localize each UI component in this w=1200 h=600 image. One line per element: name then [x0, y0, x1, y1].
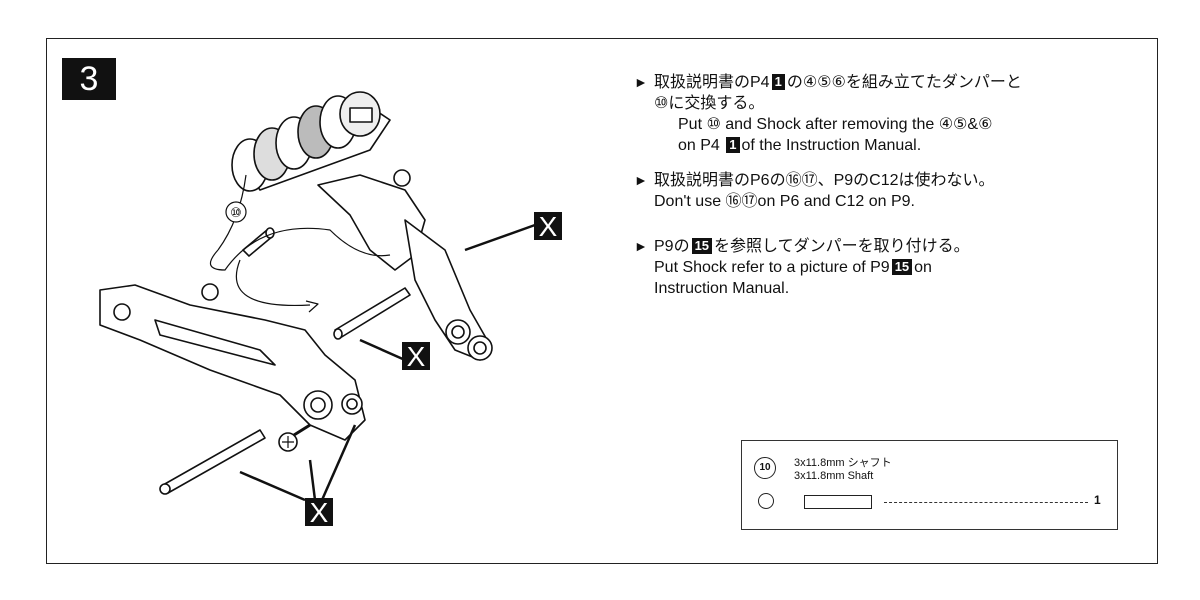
shock-mount	[317, 169, 493, 361]
part-name-jp: 3x11.8mm シャフト	[794, 457, 892, 469]
suspension-arm	[99, 283, 366, 441]
svg-text:X: X	[539, 211, 558, 242]
svg-text:X: X	[407, 341, 426, 372]
parts-list-box: 10 3x11.8mm シャフト 3x11.8mm Shaft 1	[741, 440, 1118, 530]
instruction-frame	[46, 38, 1158, 564]
shaft-side-view-icon	[804, 495, 872, 509]
bullet-arrow-icon: ►	[634, 238, 648, 254]
x-mark-lower: X	[305, 497, 333, 528]
step-ref-badge: 1	[771, 74, 785, 90]
shaft-end-view-icon	[758, 493, 774, 509]
hinge-pin-lower	[159, 429, 266, 495]
svg-text:⑩: ⑩	[230, 206, 242, 221]
svg-text:X: X	[310, 497, 329, 528]
instruction-en: Don't use ⑯⑰on P6 and C12 on P9.	[654, 193, 915, 210]
assembly-illustration: ⑩ X X X	[99, 91, 562, 528]
part-10-callout: ⑩	[225, 201, 247, 223]
instruction-jp-line2: ⑩に交換する。	[654, 95, 765, 112]
step-ref-badge: 1	[726, 137, 740, 153]
step-number-badge: 3	[62, 58, 116, 100]
instruction-en: Put ⑩ and Shock after removing the ④⑤&⑥	[678, 116, 993, 133]
bullet-arrow-icon: ►	[634, 172, 648, 188]
step-ref-badge: 15	[891, 259, 913, 275]
instruction-item-2: ► 取扱説明書のP6の⑯⑰、P9のC12は使わない。 Don't use ⑯⑰o…	[634, 170, 1134, 212]
instruction-jp: 取扱説明書のP6の⑯⑰、P9のC12は使わない。	[654, 172, 995, 189]
part-name-en: 3x11.8mm Shaft	[794, 470, 874, 482]
bullet-arrow-icon: ►	[634, 74, 648, 90]
leader-dots	[884, 502, 1088, 503]
hinge-pin-upper	[333, 287, 411, 340]
screw	[278, 423, 311, 452]
part-quantity: 1	[1094, 493, 1101, 507]
guide-line	[209, 227, 391, 271]
instruction-en-line2: Instruction Manual.	[654, 280, 790, 297]
part-number-badge: 10	[754, 457, 776, 479]
step-ref-badge: 15	[691, 238, 713, 254]
part-10-pin	[242, 227, 275, 257]
shock-absorber	[217, 91, 391, 251]
x-mark-middle: X	[402, 341, 430, 372]
x-mark-right: X	[534, 211, 562, 242]
